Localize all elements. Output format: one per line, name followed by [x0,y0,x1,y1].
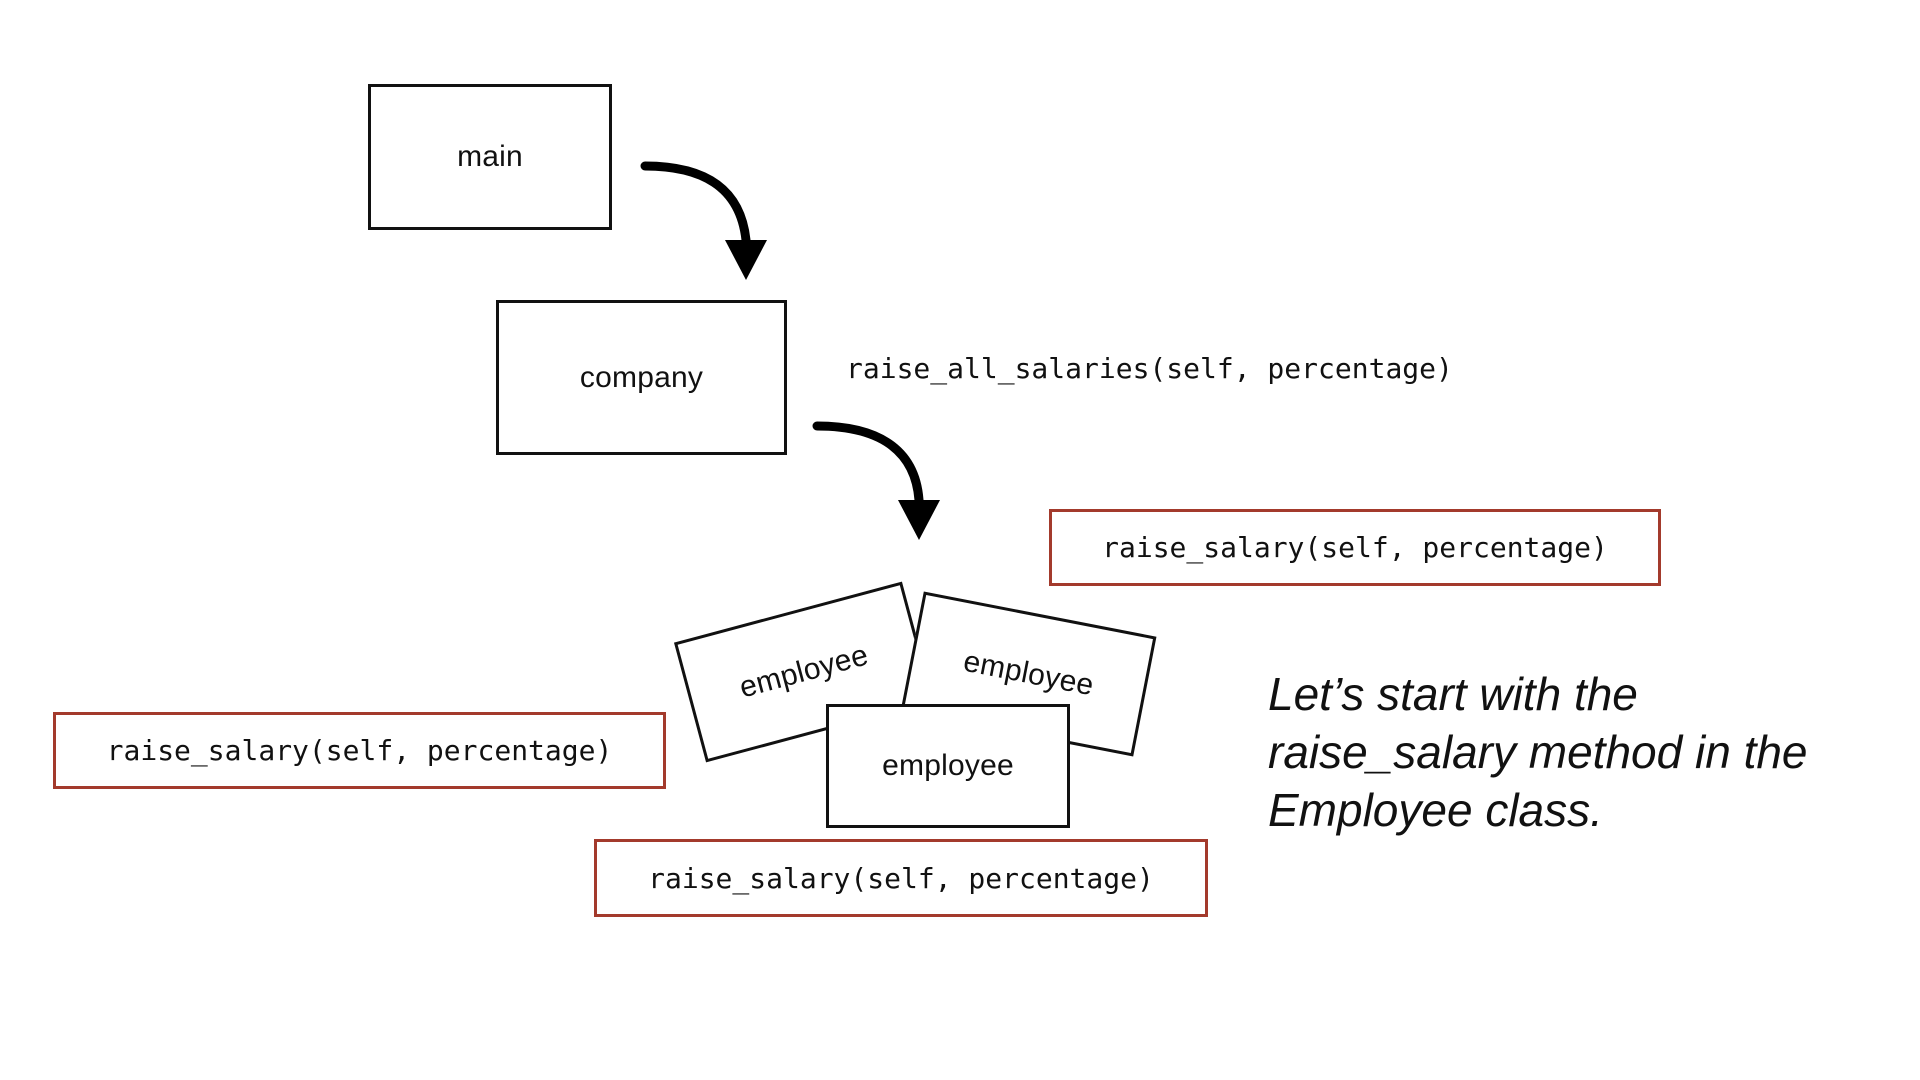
caption-line-1: Let’s start with the [1268,668,1638,720]
employee-method-box-left: raise_salary(self, percentage) [53,712,666,789]
company-node-label: company [579,360,704,394]
employee-method-box-bottom: raise_salary(self, percentage) [594,839,1208,917]
employee-method-box-right: raise_salary(self, percentage) [1049,509,1661,586]
employee-card-front: employee [826,704,1070,828]
company-method-label: raise_all_salaries(self, percentage) [846,352,1453,385]
employee-method-label-left: raise_salary(self, percentage) [106,734,613,767]
main-node: main [368,84,612,230]
company-node: company [496,300,787,455]
arrow-main-to-company [640,161,767,280]
employee-card-front-label: employee [882,749,1014,782]
employee-method-label-bottom: raise_salary(self, percentage) [648,861,1154,895]
main-node-label: main [457,140,523,173]
employee-method-label-right: raise_salary(self, percentage) [1102,531,1608,564]
caption-line-2: raise_salary method in the [1268,726,1808,778]
arrow-company-to-employees [812,421,940,540]
caption-line-3: Employee class. [1268,784,1603,836]
employee-card-right-label: employee [960,644,1097,703]
employee-card-left-label: employee [735,638,872,705]
slide-caption: Let’s start with the raise_salary method… [1268,665,1888,839]
